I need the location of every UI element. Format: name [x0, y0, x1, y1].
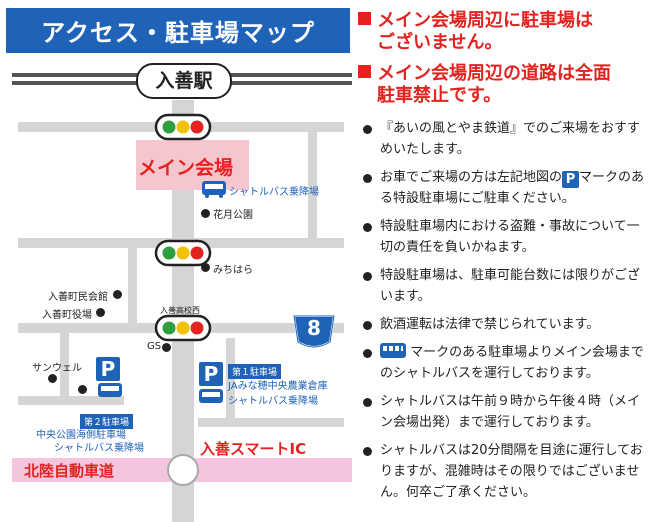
town-office-marker — [96, 308, 105, 317]
shuttle-stop-main-label: シャトルバス乗降場 — [229, 187, 319, 198]
michihara-label: みちはら — [213, 265, 253, 276]
list-item: 特設駐車場内における盗難・事故について一切の責任を負いかねます。 — [362, 216, 652, 258]
parking1-shuttle-label: シャトルバス乗降場 — [228, 396, 318, 407]
traffic-light — [154, 113, 212, 141]
hanatsuki-park-label: 花月公園 — [213, 210, 253, 221]
parking2-badge: 第２駐車場 — [80, 414, 134, 429]
community-center-marker — [113, 290, 122, 299]
station-label: 入善駅 — [136, 63, 232, 99]
notice-no-stopping: メイン会場周辺の道路は全面 駐車禁止です。 — [358, 63, 611, 107]
parking-sign-icon: P — [199, 362, 223, 386]
expressway-label: 北陸自動車道 — [24, 462, 115, 480]
michihara-marker — [201, 263, 210, 272]
interchange-circle — [167, 454, 199, 486]
main-street — [172, 100, 194, 522]
parking2-marker — [78, 385, 87, 394]
gs-marker — [162, 343, 171, 352]
gs-label: GS — [147, 341, 162, 352]
list-item: シャトルバスは20分間隔を目途に運行しておりますが、混雑時はその限りではございま… — [362, 440, 652, 503]
road — [208, 122, 344, 132]
town-office-label: 入善町役場 — [42, 310, 92, 321]
route-number: 8 — [307, 316, 321, 340]
sanwell-marker — [48, 374, 57, 383]
parking-icon: P — [562, 171, 580, 188]
bus-icon — [199, 389, 223, 403]
high-school-label: 入善高校西 — [160, 306, 200, 315]
main-venue-label: メイン会場 — [138, 157, 234, 179]
traffic-light — [154, 314, 212, 342]
parking2-name: 中央公園海側駐車場 — [36, 430, 126, 441]
parking1-badge: 第１駐車場 — [228, 364, 282, 379]
bus-icon — [202, 181, 226, 198]
map-title: アクセス・駐車場マップ — [6, 8, 350, 53]
bus-icon — [380, 343, 406, 358]
route-8-shield — [292, 315, 336, 348]
list-item: 『あいの風とやま鉄道』でのご来場をおすすめいたします。 — [362, 118, 652, 160]
parking2-shuttle-label: シャトルバス乗降場 — [54, 443, 144, 454]
hanatsuki-park-marker — [201, 209, 210, 218]
sanwell-label: サンウェル — [32, 363, 82, 374]
bus-icon — [98, 383, 122, 397]
parking1-name: JAみな穂中央農業倉庫 — [228, 381, 328, 392]
notice-no-parking: メイン会場周辺に駐車場は ございません。 — [358, 10, 593, 54]
parking-sign-icon: P — [96, 357, 120, 381]
smart-ic-label: 入善スマートIC — [200, 440, 307, 458]
list-item: シャトルバスは午前９時から午後４時（メイン会場出発）まで運行しております。 — [362, 391, 652, 433]
list-item: 飲酒運転は法律で禁じられています。 — [362, 314, 652, 335]
community-center-label: 入善町民会館 — [48, 292, 108, 303]
info-list: 『あいの風とやま鉄道』でのご来場をおすすめいたします。 お車でご来場の方は左記地… — [362, 118, 652, 510]
traffic-light — [154, 239, 212, 267]
main-venue-area — [136, 140, 249, 190]
list-item: 特設駐車場は、駐車可能台数には限りがございます。 — [362, 265, 652, 307]
road — [18, 122, 158, 132]
list-item: マークのある駐車場よりメイン会場までのシャトルバスを運行しております。 — [362, 342, 652, 384]
